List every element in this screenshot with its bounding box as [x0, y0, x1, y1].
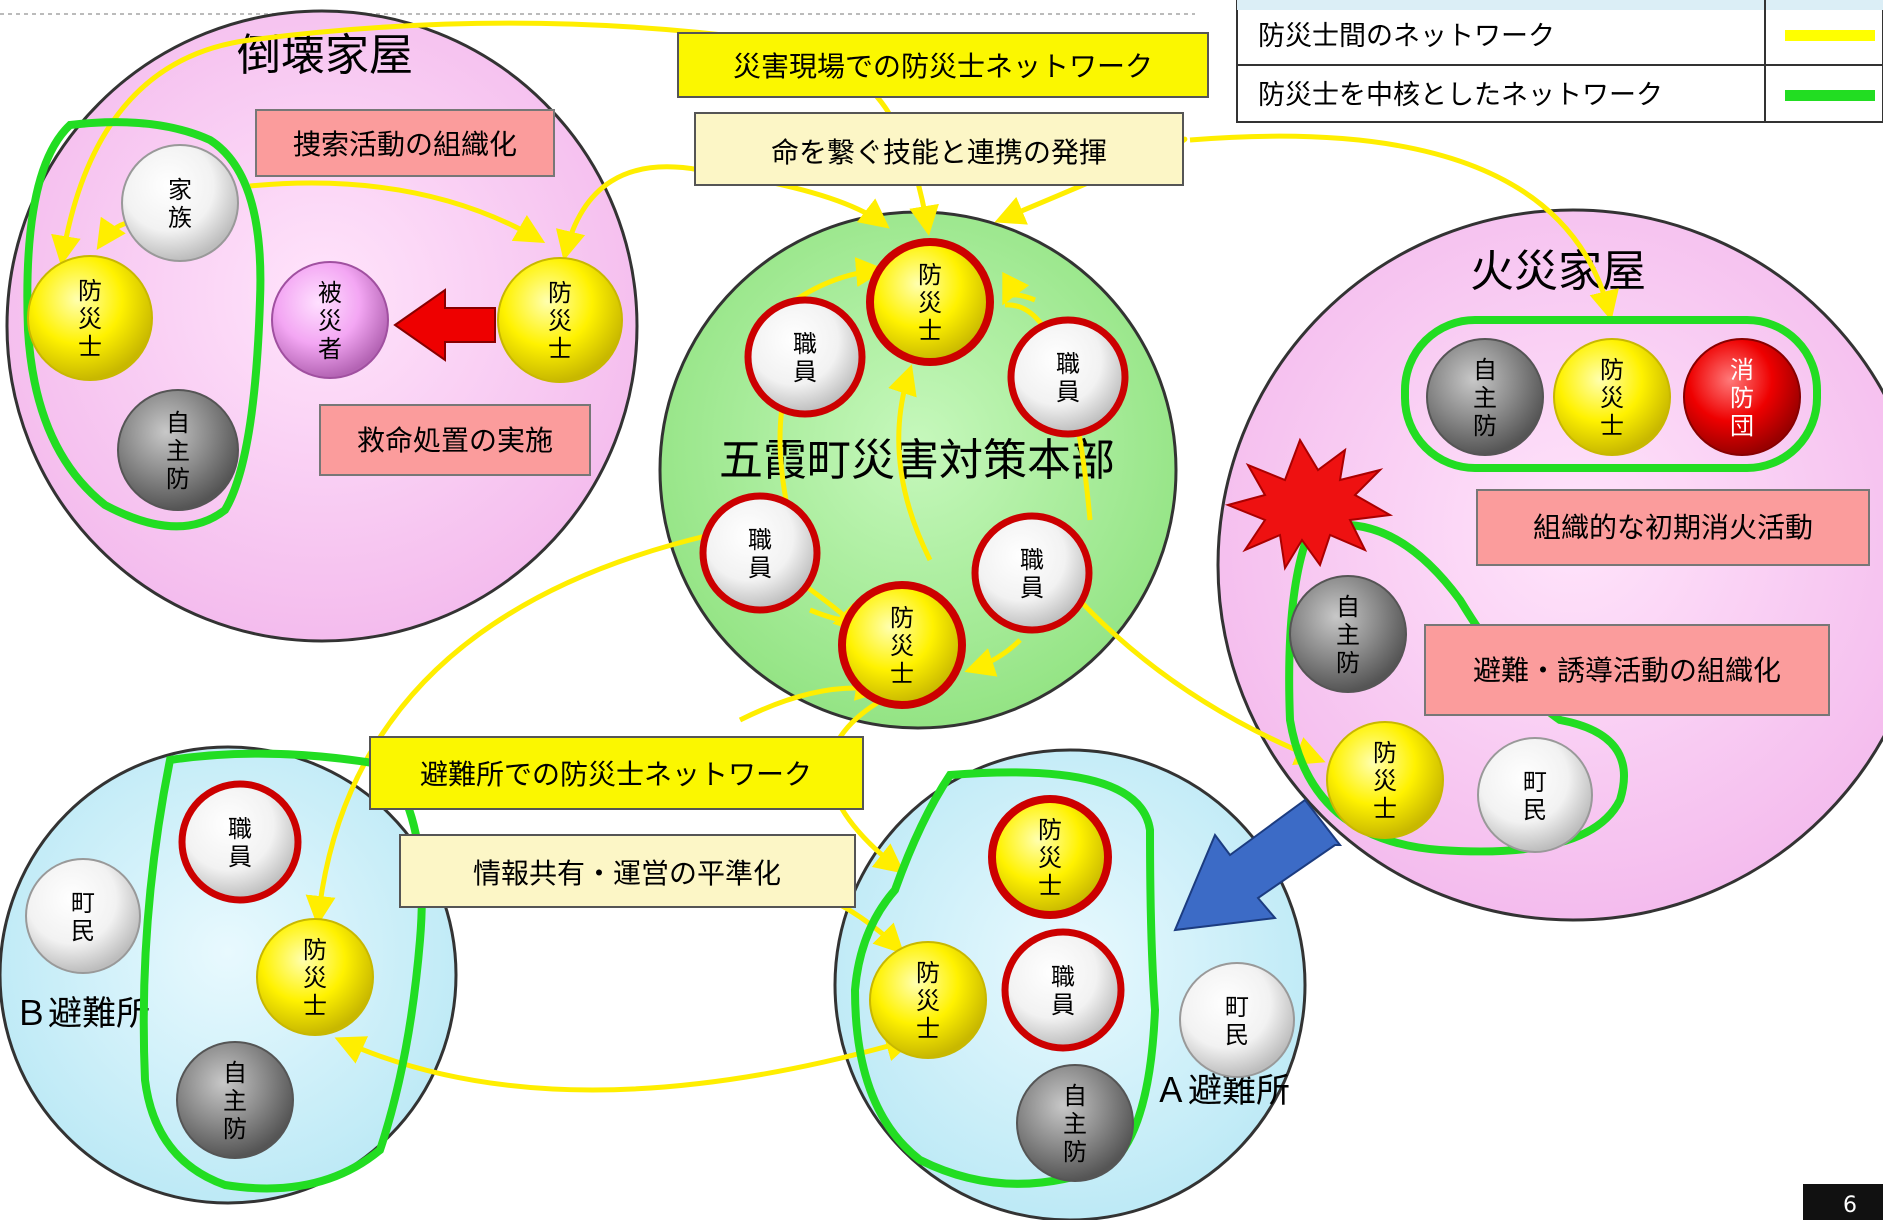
zone-shelter-b: Ｂ避難所 — [0, 745, 458, 1205]
node-sheltera-bousai-top: 防災士 — [988, 795, 1112, 919]
node-label: 防災士 — [916, 959, 940, 1043]
box-evacuation: 避難・誘導活動の組織化 — [1424, 624, 1830, 716]
link-hq-to-shelter-b — [305, 532, 711, 926]
zone-title-shelter-b: Ｂ避難所 — [14, 994, 150, 1034]
node-family: 家族 — [121, 144, 239, 262]
node-label: 家族 — [168, 176, 192, 232]
node-shelterb-chomin: 町民 — [25, 858, 141, 974]
node-label: 防災士 — [1373, 739, 1397, 823]
group-fire-evac — [1285, 520, 1628, 856]
node-hq-staff-4: 職員 — [971, 512, 1093, 634]
node-fire-bousai: 防災士 — [1326, 721, 1444, 839]
node-label: 自主防 — [1473, 356, 1497, 440]
banner-info-share: 情報共有・運営の平準化 — [399, 834, 856, 908]
hq-loop-3 — [1002, 271, 1036, 306]
zone-title-fire: 火災家屋 — [1470, 246, 1646, 297]
box-search: 捜索活動の組織化 — [255, 109, 555, 177]
node-label: 防災士 — [78, 277, 102, 361]
svg-text:組織的な初期消火活動: 組織的な初期消火活動 — [1533, 511, 1813, 544]
node-shelterb-jishubo: 自主防 — [176, 1041, 294, 1159]
node-fire-shobodan: 消防団 — [1683, 338, 1801, 456]
node-hq-bousai-top: 防災士 — [866, 238, 994, 366]
node-label: 町民 — [71, 889, 95, 945]
legend-row-2: 防災士を中核としたネットワーク — [1258, 80, 1663, 111]
svg-text:情報共有・運営の平準化: 情報共有・運営の平準化 — [473, 857, 781, 890]
node-label: 被災者 — [318, 279, 342, 363]
node-label: 防災士 — [303, 936, 327, 1020]
node-hq-bousai-bottom: 防災士 — [838, 581, 966, 709]
node-label: 防災士 — [918, 261, 942, 345]
box-rescue: 救命処置の実施 — [319, 404, 591, 476]
node-victim: 被災者 — [271, 261, 389, 379]
node-label: 町民 — [1225, 993, 1249, 1049]
link-to-collapsed-right — [555, 164, 701, 261]
banner-life-skills: 命を繋ぐ技能と連携の発揮 — [694, 112, 1184, 186]
node-shelterb-staff: 職員 — [178, 780, 302, 904]
node-label: 職員 — [748, 526, 772, 582]
hq-loop-7 — [888, 364, 933, 562]
link-top-to-collapsed — [51, 20, 861, 266]
node-label: 自主防 — [1063, 1082, 1087, 1166]
group-shelter-a — [850, 768, 1160, 1188]
node-label: 職員 — [1020, 546, 1044, 602]
node-fire-jishubo-top: 自主防 — [1426, 338, 1544, 456]
link-collapsed-inner — [249, 180, 546, 244]
legend-swatch-yellow — [1785, 30, 1875, 41]
legend: 防災士間のネットワーク 防災士を中核としたネットワーク — [1236, 0, 1883, 123]
node-sheltera-bousai-left: 防災士 — [869, 941, 987, 1059]
node-fire-bousai-top: 防災士 — [1553, 338, 1671, 456]
link-to-fire — [1189, 133, 1619, 321]
node-hq-staff-2: 職員 — [1007, 316, 1129, 438]
banner-disaster-network: 災害現場での防災士ネットワーク — [677, 32, 1209, 98]
box-firefight: 組織的な初期消火活動 — [1476, 489, 1870, 566]
node-label: 町民 — [1523, 768, 1547, 824]
node-label: 自主防 — [223, 1059, 247, 1143]
node-bousai-collapsed-left: 防災士 — [27, 255, 153, 381]
legend-swatch-green — [1785, 90, 1875, 101]
node-jishubo-collapsed: 自主防 — [117, 389, 239, 511]
evacuation-arrow-icon — [1173, 798, 1343, 932]
node-label: 職員 — [1051, 963, 1075, 1019]
node-label: 自主防 — [1336, 593, 1360, 677]
node-fire-jishubo: 自主防 — [1289, 575, 1407, 693]
node-fire-chomin: 町民 — [1477, 737, 1593, 853]
node-sheltera-chomin: 町民 — [1179, 962, 1295, 1078]
node-bousai-collapsed-right: 防災士 — [497, 257, 623, 383]
node-label: 職員 — [793, 330, 817, 386]
svg-text:避難・誘導活動の組織化: 避難・誘導活動の組織化 — [1473, 654, 1781, 687]
node-sheltera-jishubo: 自主防 — [1016, 1064, 1134, 1182]
node-label: 職員 — [228, 815, 252, 871]
node-shelterb-bousai: 防災士 — [256, 918, 374, 1036]
node-hq-staff-3: 職員 — [699, 492, 821, 614]
nodes: 家族防災士自主防被災者防災士防災士職員職員職員職員防災士自主防防災士消防団自主防… — [25, 144, 1801, 1182]
link-hq-to-fire-bousai — [1068, 588, 1326, 766]
svg-text:救命処置の実施: 救命処置の実施 — [357, 424, 553, 457]
page-number: 6 — [1803, 1184, 1883, 1220]
hq-loop-4 — [964, 638, 1022, 677]
node-label: 防災士 — [1600, 356, 1624, 440]
node-label: 職員 — [1056, 350, 1080, 406]
node-label: 防災士 — [890, 604, 914, 688]
svg-text:6: 6 — [1843, 1193, 1857, 1218]
svg-text:捜索活動の組織化: 捜索活動の組織化 — [293, 128, 517, 161]
node-label: 防災士 — [548, 279, 572, 363]
node-label: 消防団 — [1730, 356, 1754, 440]
group-fire-top — [1401, 316, 1821, 472]
legend-row-1: 防災士間のネットワーク — [1258, 21, 1555, 52]
group-collapsed — [23, 118, 265, 531]
svg-text:命を繋ぐ技能と連携の発揮: 命を繋ぐ技能と連携の発揮 — [771, 136, 1107, 169]
zone-title-shelter-a: Ａ避難所 — [1154, 1071, 1290, 1111]
green-groups — [23, 118, 1821, 1193]
node-label: 自主防 — [166, 409, 190, 493]
svg-text:避難所での防災士ネットワーク: 避難所での防災士ネットワーク — [420, 758, 812, 791]
node-label: 防災士 — [1038, 816, 1062, 900]
fire-burst-icon — [1224, 437, 1394, 571]
node-sheltera-staff: 職員 — [1001, 928, 1125, 1052]
svg-text:災害現場での防災士ネットワーク: 災害現場での防災士ネットワーク — [733, 50, 1153, 83]
banner-shelter-network: 避難所での防災士ネットワーク — [369, 736, 864, 810]
rescue-arrow-icon — [393, 288, 496, 362]
node-hq-staff-1: 職員 — [744, 296, 866, 418]
